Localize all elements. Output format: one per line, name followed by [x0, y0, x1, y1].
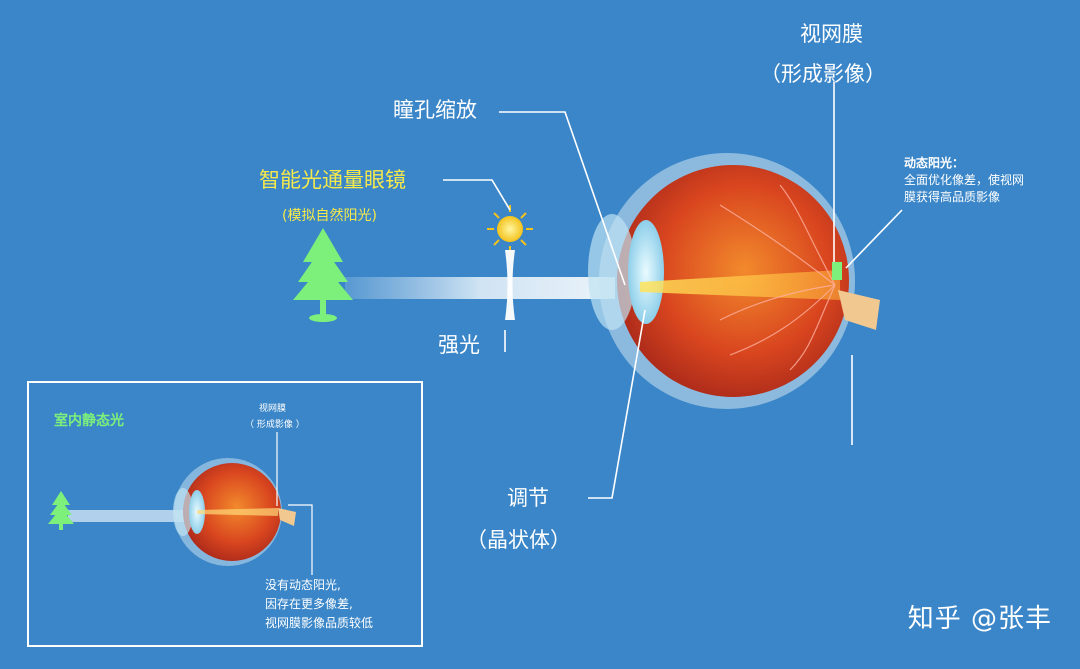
indoor-light-inset	[27, 381, 423, 647]
retina-subtitle: （形成影像）	[760, 62, 886, 86]
dynamic-sunlight-title: 动态阳光：	[904, 156, 965, 170]
sun-icon	[487, 205, 533, 253]
lens-subtitle: （晶状体）	[466, 528, 571, 552]
eyeball-main	[588, 153, 880, 409]
leader-lines	[443, 82, 903, 499]
inset-light-beam	[68, 510, 188, 522]
pupil-label: 瞳孔缩放	[393, 98, 477, 122]
glasses-title: 智能光通量眼镜	[259, 168, 406, 192]
inset-note-line1: 没有动态阳光,	[265, 578, 341, 592]
light-beam	[345, 277, 615, 299]
dynamic-sunlight-line2: 膜获得高品质影像	[904, 190, 1001, 204]
inset-tree-icon	[48, 491, 74, 530]
inset-note-line3: 视网膜影像品质较低	[265, 616, 374, 630]
eyeball-inset	[173, 458, 296, 566]
inset-retina-title: 视网膜	[259, 404, 287, 414]
inset-leader-lines	[276, 432, 313, 575]
retina-title: 视网膜	[800, 22, 863, 46]
glasses-subtitle: (模拟自然阳光)	[282, 208, 377, 224]
inset-title: 室内静态光	[54, 413, 124, 429]
glasses-lens-icon	[505, 250, 515, 320]
retina-spot	[832, 262, 842, 280]
watermark: 知乎 @张丰	[907, 604, 1052, 634]
adjust-label: 调节	[507, 486, 549, 510]
dynamic-sunlight-line1: 全面优化像差，使视网	[904, 173, 1025, 187]
tree-icon	[293, 228, 353, 322]
strong-light-label: 强光	[438, 333, 480, 357]
inset-note-line2: 因存在更多像差,	[265, 597, 353, 611]
inset-retina-subtitle: （ 形成影像 ）	[245, 420, 305, 430]
